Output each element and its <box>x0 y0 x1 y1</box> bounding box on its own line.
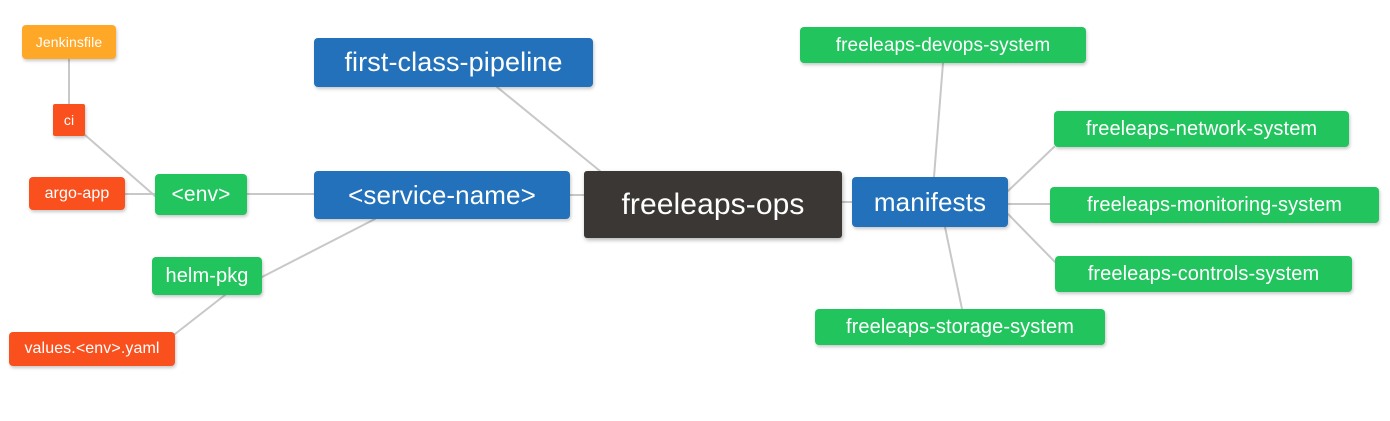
edge-values-yaml-to-helm-pkg <box>174 294 226 335</box>
node-freeleaps-ops[interactable]: freeleaps-ops <box>584 171 842 238</box>
edge-helm-pkg-to-service-name <box>261 218 376 278</box>
node-freeleaps-storage-system[interactable]: freeleaps-storage-system <box>815 309 1105 345</box>
edge-manifests-to-freeleaps-devops-system <box>933 62 944 178</box>
edge-first-class-pipeline-to-freeleaps-ops <box>496 86 601 172</box>
edge-manifests-to-freeleaps-storage-system <box>944 226 963 310</box>
node-label: <env> <box>171 183 231 206</box>
node-freeleaps-controls-system[interactable]: freeleaps-controls-system <box>1055 256 1352 292</box>
node-manifests[interactable]: manifests <box>852 177 1008 227</box>
node-freeleaps-monitoring-system[interactable]: freeleaps-monitoring-system <box>1050 187 1379 223</box>
node-values-yaml[interactable]: values.<env>.yaml <box>9 332 175 366</box>
node-label: freeleaps-storage-system <box>845 316 1075 338</box>
node-label: ci <box>63 112 75 128</box>
node-label: <service-name> <box>348 180 536 210</box>
node-first-class-pipeline[interactable]: first-class-pipeline <box>314 38 593 87</box>
node-label: first-class-pipeline <box>344 47 563 77</box>
node-label: freeleaps-devops-system <box>835 34 1051 56</box>
node-argo-app[interactable]: argo-app <box>29 177 125 210</box>
edge-manifests-to-freeleaps-network-system <box>1007 146 1055 192</box>
node-freeleaps-network-system[interactable]: freeleaps-network-system <box>1054 111 1349 147</box>
edge-manifests-to-freeleaps-controls-system <box>1007 213 1056 263</box>
node-label: freeleaps-controls-system <box>1087 263 1320 285</box>
node-helm-pkg[interactable]: helm-pkg <box>152 257 262 295</box>
node-label: helm-pkg <box>165 265 249 287</box>
node-service-name[interactable]: <service-name> <box>314 171 570 219</box>
node-label: argo-app <box>44 184 110 202</box>
node-label: manifests <box>873 187 987 217</box>
node-env[interactable]: <env> <box>155 174 247 215</box>
node-label: freeleaps-ops <box>621 187 805 221</box>
node-label: values.<env>.yaml <box>24 340 160 357</box>
node-label: freeleaps-network-system <box>1085 118 1318 140</box>
node-ci[interactable]: ci <box>53 104 85 136</box>
node-freeleaps-devops-system[interactable]: freeleaps-devops-system <box>800 27 1086 63</box>
node-jenkinsfile[interactable]: Jenkinsfile <box>22 25 116 59</box>
node-label: freeleaps-monitoring-system <box>1086 194 1342 216</box>
node-label: Jenkinsfile <box>35 34 103 50</box>
